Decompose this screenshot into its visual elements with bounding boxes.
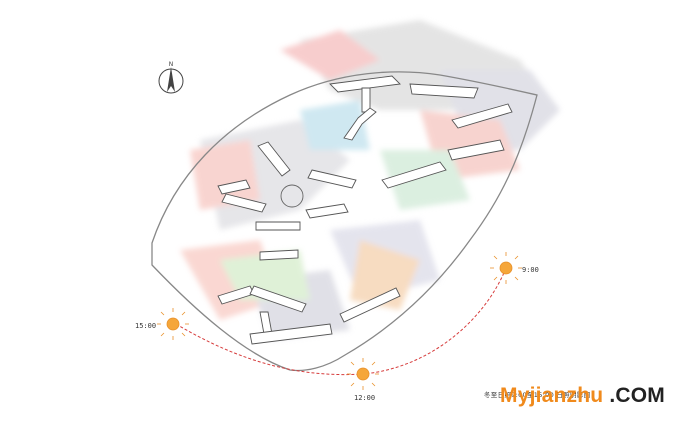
plaza-circle [280,184,304,208]
building-7 [381,161,447,189]
diagram-caption: 冬至日照9:00至15:00 日照阴影图 [484,391,591,399]
sun-15-rays [157,308,189,340]
sun-12-icon [356,367,370,381]
building-9 [217,179,251,195]
building-18 [249,323,333,345]
building-5 [451,103,513,129]
sun-9-icon [499,261,513,275]
building-13 [255,221,301,231]
sun-12: 12:00 [347,358,379,402]
building-10 [221,193,267,213]
building-4 [409,83,479,99]
north-label: N [169,61,174,68]
sun-9-label: 9:00 [522,266,539,274]
sun-15: 15:00 [135,308,189,340]
building-footprints [217,75,513,345]
building-11 [307,169,357,189]
building-1 [329,75,401,93]
building-14 [259,249,299,261]
watermark-domain: .COM [609,384,665,407]
watermark-brand: Myjianzhu [500,384,604,407]
building-2 [361,87,371,113]
sun-12-rays [347,358,379,390]
building-8 [257,141,291,177]
sun-9-rays [490,252,522,284]
building-6 [447,139,505,161]
building-3 [343,107,377,141]
sun-9: 9:00 [490,252,539,284]
north-arrow: N [158,61,184,94]
site-boundary [151,71,538,372]
watermark: Myjianzhu.COM [500,384,665,408]
sun-15-icon [166,317,180,331]
sun-15-label: 15:00 [135,322,156,330]
building-19 [339,287,401,323]
building-12 [305,203,349,219]
sun-12-label: 12:00 [354,394,375,402]
building-16 [249,285,307,313]
